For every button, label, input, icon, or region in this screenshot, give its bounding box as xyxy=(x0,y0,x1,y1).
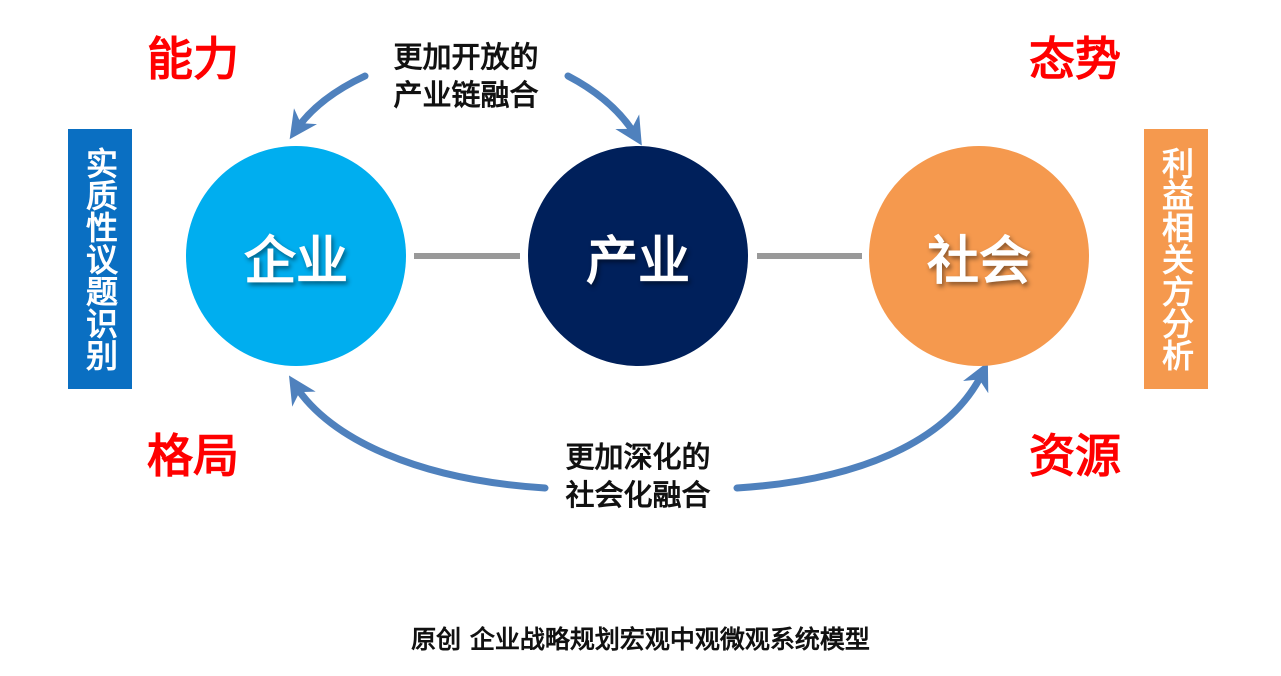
footer-caption: 原创 企业战略规划宏观中观微观系统模型 xyxy=(411,625,870,654)
corner-label-pattern: 格局 xyxy=(147,429,239,483)
arrow-to-industry xyxy=(564,72,642,146)
node-society-label: 社会 xyxy=(926,231,1031,292)
top-flow-line2: 产业链融合 xyxy=(393,78,539,112)
node-industry: 产业 xyxy=(528,146,748,366)
arrow-to-society-bottom xyxy=(733,361,989,492)
arrow-to-enterprise xyxy=(289,72,369,140)
left-side-bar-label: 实质性议题识别 xyxy=(81,147,119,371)
node-industry-label: 产业 xyxy=(585,231,690,292)
node-enterprise: 企业 xyxy=(186,146,406,366)
corner-label-ability: 能力 xyxy=(147,32,239,86)
right-side-bar: 利益相关方分析 xyxy=(1144,129,1208,389)
bottom-flow-label: 更加深化的 社会化融合 xyxy=(538,438,738,514)
corner-label-resources: 资源 xyxy=(1029,429,1121,483)
left-side-bar: 实质性议题识别 xyxy=(68,129,132,389)
top-flow-label: 更加开放的 产业链融合 xyxy=(366,38,566,114)
node-enterprise-label: 企业 xyxy=(243,231,348,292)
node-society: 社会 xyxy=(869,146,1089,366)
bottom-flow-line1: 更加深化的 xyxy=(565,440,711,474)
bottom-flow-line2: 社会化融合 xyxy=(565,478,711,512)
arrow-to-enterprise-bottom xyxy=(288,375,549,492)
top-flow-line1: 更加开放的 xyxy=(393,40,539,74)
corner-label-situation: 态势 xyxy=(1029,32,1121,86)
right-side-bar-label: 利益相关方分析 xyxy=(1157,147,1195,371)
